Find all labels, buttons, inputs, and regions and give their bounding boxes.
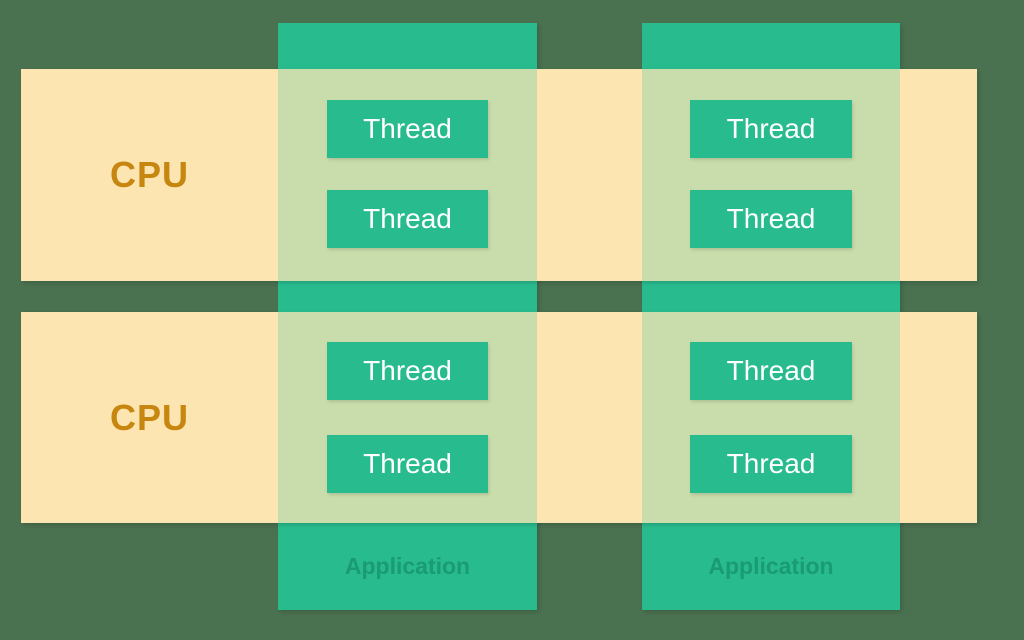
application-label: Application (344, 553, 471, 579)
thread-box: Thread (690, 435, 852, 493)
application-label: Application (708, 553, 834, 579)
thread-box: Thread (327, 435, 488, 493)
thread-box: Thread (690, 342, 852, 400)
cpu-label: CPU (109, 396, 189, 438)
thread-box: Thread (690, 100, 852, 158)
thread-box: Thread (327, 190, 488, 248)
thread-box: Thread (327, 100, 488, 158)
thread-box: Thread (327, 342, 488, 400)
thread-box: Thread (690, 190, 852, 248)
cpu-label: CPU (109, 154, 189, 195)
